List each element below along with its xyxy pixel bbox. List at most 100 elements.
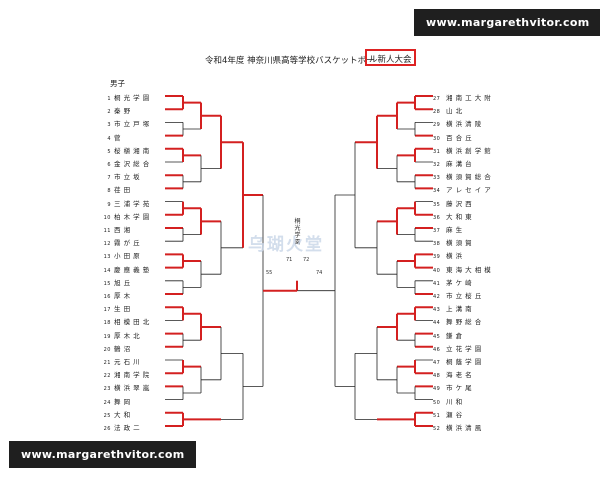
team-name: 相 模 田 北 (114, 318, 150, 327)
team-number: 5 (107, 148, 111, 155)
team-number: 2 (107, 109, 111, 116)
division-label: 男子 (110, 79, 125, 88)
watermark-bottom: www.margarethvitor.com (9, 441, 197, 468)
team-name: 桐 光 学 園 (114, 94, 150, 102)
team-name: 湘 南 工 大 附 (446, 94, 492, 102)
final-score-right-lower: 74 (316, 270, 323, 276)
team-name: 菅 (114, 133, 121, 142)
team-name: 旭 丘 (114, 278, 131, 287)
team-name: 上 溝 南 (446, 305, 473, 314)
team-name: 小 田 原 (114, 252, 141, 261)
team-number: 31 (433, 148, 441, 155)
team-name: 元 石 川 (114, 358, 141, 366)
team-name: 西 湘 (114, 226, 131, 234)
team-name: 桐 蔭 学 園 (446, 358, 482, 366)
team-name: 横 浜 翠 嵐 (114, 384, 150, 393)
team-number: 39 (433, 254, 441, 261)
team-number: 23 (103, 386, 111, 393)
team-name: 厚 木 北 (114, 331, 141, 340)
team-number: 44 (433, 320, 441, 327)
title-highlight-box: ル新人大会 (365, 49, 416, 66)
team-name: 柏 木 学 園 (114, 212, 150, 221)
team-number: 40 (433, 267, 441, 274)
team-name: ア レ セ イ ア (446, 186, 492, 195)
team-number: 20 (103, 346, 111, 353)
team-name: 百 合 丘 (446, 133, 473, 142)
team-name: 瀬 谷 (446, 410, 463, 419)
right-team-entry: 31 横 浜 創 学 館 (433, 145, 491, 155)
team-name: 横 浜 創 学 館 (446, 146, 492, 155)
team-number: 45 (433, 333, 441, 340)
team-name: 鶴 沼 (114, 344, 131, 353)
team-name: 鎌 倉 (446, 331, 463, 340)
team-number: 3 (107, 122, 111, 129)
team-name: 霧 が 丘 (114, 239, 141, 248)
team-number: 34 (433, 188, 441, 195)
team-number: 11 (103, 228, 111, 234)
team-name: 横 須 賀 (446, 239, 473, 248)
team-name: 市 ケ 尾 (446, 384, 473, 393)
title-boxed-text: ル新人大会 (369, 55, 412, 65)
team-number: 47 (433, 360, 441, 366)
team-number: 33 (433, 175, 441, 182)
team-number: 25 (103, 412, 111, 419)
team-name: 海 老 名 (446, 371, 473, 380)
final-score-left-lower: 55 (266, 270, 273, 276)
team-name: 金 沢 総 合 (114, 160, 150, 168)
team-number: 4 (107, 135, 111, 142)
team-number: 43 (433, 307, 441, 314)
team-name: 藤 沢 西 (446, 199, 473, 208)
team-name: 山 北 (446, 107, 463, 116)
right-team-entry: 43 上 溝 南 (433, 303, 472, 313)
team-number: 37 (433, 228, 441, 234)
team-name: 茅 ケ 崎 (446, 278, 473, 287)
team-number: 24 (103, 399, 111, 406)
team-name: 法 政 二 (114, 424, 141, 432)
document-title: 令和4年度 神奈川県高等学校バスケットボー (205, 56, 375, 66)
right-team-entry: 34 ア レ セ イ ア (433, 184, 491, 194)
team-number: 13 (103, 254, 111, 261)
team-name: 川 和 (446, 397, 463, 406)
team-number: 16 (103, 294, 111, 300)
team-name: 荏 田 (114, 186, 131, 195)
team-name: 市 立 戸 塚 (114, 120, 150, 129)
faint-watermark-text: 乌瑚火堂 (248, 235, 324, 255)
team-number: 17 (103, 307, 111, 314)
team-name: 大 和 (114, 410, 131, 419)
team-name: 麻 溝 台 (446, 160, 473, 168)
team-name: 横 浜 清 陵 (446, 120, 482, 129)
team-name: 慶 應 義 塾 (114, 265, 150, 274)
team-number: 14 (103, 267, 111, 274)
